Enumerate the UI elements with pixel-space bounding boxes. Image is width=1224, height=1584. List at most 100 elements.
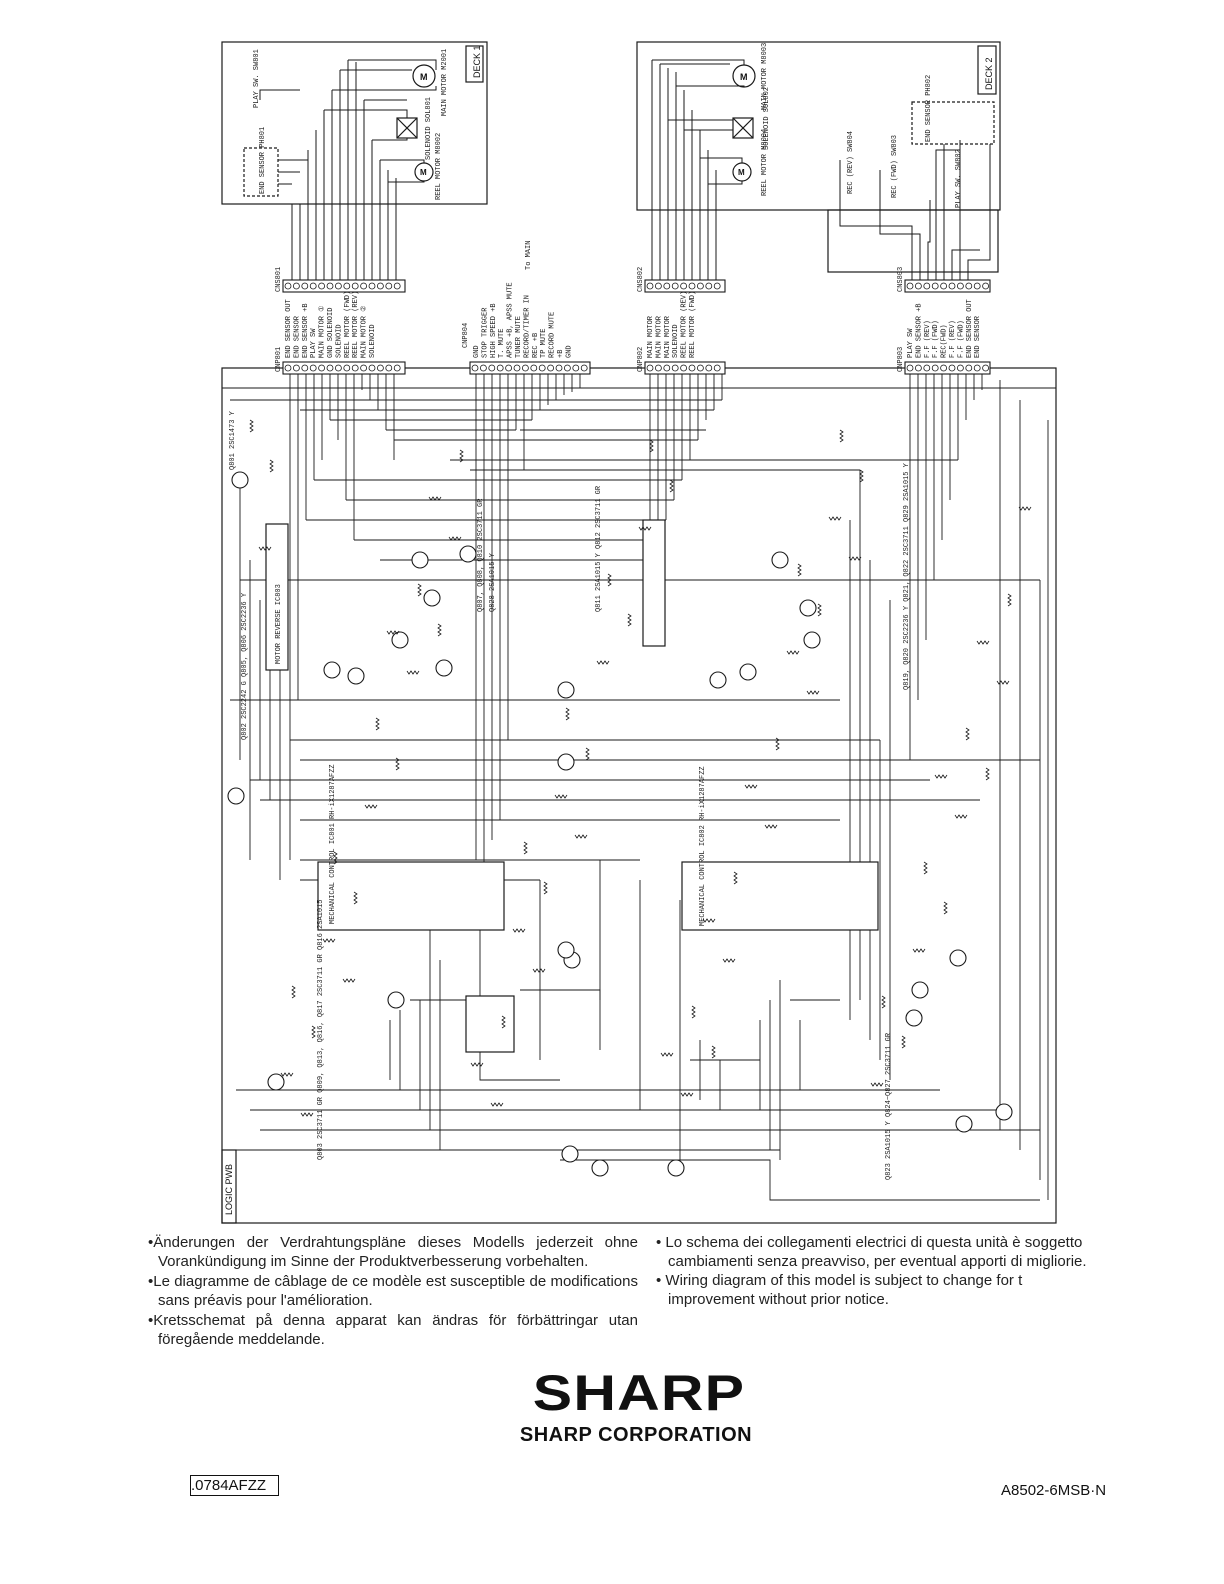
connector-pin <box>368 282 376 290</box>
deck2-reel-motor: REEL MOTOR M8004 <box>761 129 769 196</box>
resistor-icon <box>680 1092 694 1097</box>
resistor-icon <box>775 737 780 751</box>
connector-pin <box>915 364 922 372</box>
svg-text:M: M <box>738 168 745 177</box>
resistor-icon <box>691 1005 696 1019</box>
resistor-icon <box>596 660 610 665</box>
resistor-icon <box>954 814 968 819</box>
connector-pin <box>334 364 342 372</box>
connector-pin <box>906 364 914 372</box>
note-french: •Le diagramme de câblage de ce modèle es… <box>148 1273 638 1309</box>
resistor-icon <box>976 640 990 645</box>
pin-label: STOP TRIGGER <box>481 307 489 358</box>
connector-pin <box>309 282 317 290</box>
resistor-icon <box>437 623 442 637</box>
connector-pin <box>906 282 914 290</box>
connector-pin <box>663 364 671 372</box>
resistor-icon <box>490 1102 504 1107</box>
pin-label: F.F (FWD) <box>957 320 965 358</box>
connector-pin <box>564 364 571 372</box>
connector-pin <box>646 282 654 290</box>
pin-label: REEL MOTOR (FWD) <box>689 291 697 358</box>
connector-pin <box>688 364 696 372</box>
deck2-rec-rev: REC (REV) SW804 <box>847 131 855 194</box>
connector-pin <box>301 364 309 372</box>
connector-pin <box>530 364 538 372</box>
pin-label: REEL MOTOR (REV) <box>352 291 360 358</box>
pin-label: REC +B <box>532 333 540 358</box>
resistor-icon <box>985 767 990 781</box>
q802-806-label: Q802 2SC2242 G Q805, Q806 2SC2236 Y <box>241 592 249 740</box>
resistor-icon <box>996 680 1010 685</box>
q801-label: Q801 2SC1473 Y <box>229 410 237 470</box>
q811-812-label: Q811 2SA1015 Y Q812 2SC3711 GR <box>595 485 603 612</box>
pin-label: PLAY SW <box>907 328 915 358</box>
resistor-icon <box>364 804 378 809</box>
resistor-icon <box>470 1062 484 1067</box>
connector-pin <box>973 282 981 290</box>
deck1-end-sensor: END SENSOR PH801 <box>259 127 267 194</box>
connector-pin <box>360 282 368 290</box>
connector-pin <box>513 364 521 372</box>
resistor-icon <box>523 841 528 855</box>
connector-pin <box>705 282 713 290</box>
svg-text:M: M <box>420 72 428 82</box>
resistor-icon <box>249 419 254 433</box>
pin-label: REEL MOTOR (FWD) <box>344 291 352 358</box>
transistor-icon <box>905 1009 923 1027</box>
pin-label: MAIN MOTOR <box>647 315 655 358</box>
resistor-icon <box>395 757 400 771</box>
connector-pin <box>957 364 964 372</box>
connector-pin <box>572 364 580 372</box>
resistor-icon <box>711 1045 716 1059</box>
resistor-icon <box>660 1052 674 1057</box>
resistor-icon <box>870 1082 884 1087</box>
resistor-icon <box>965 727 970 741</box>
cns801-label: CNS801 <box>275 267 283 292</box>
deck1-reel-motor: REEL MOTOR M8002 <box>435 133 443 200</box>
connector-pin <box>931 282 939 290</box>
connector-pin <box>326 364 334 372</box>
resistor-icon <box>333 851 338 865</box>
q807-810-label: Q807, Q808, Q810 2SC3711 GR <box>477 498 485 612</box>
connector-pin <box>580 364 588 372</box>
cnp801-label: CNP801 <box>275 347 283 372</box>
pin-label: END SENSOR +B <box>302 303 310 358</box>
resistor-icon <box>375 717 380 731</box>
connector-pin <box>318 282 326 290</box>
deck1-play-sw: PLAY SW. SW801 <box>253 49 261 108</box>
connector-pin <box>334 282 342 290</box>
connector-pin <box>522 364 529 372</box>
transistor-icon <box>227 787 245 805</box>
q828-label: Q828 2SA1015 Y <box>489 552 497 612</box>
resistor-icon <box>554 794 568 799</box>
connector-pin <box>923 364 931 372</box>
resistor-icon <box>839 429 844 443</box>
resistor-icon <box>311 1025 316 1039</box>
deck2-end-sensor: END SENSOR PH802 <box>925 75 933 142</box>
transistor-icon <box>667 1159 685 1177</box>
resistor-icon <box>848 556 862 561</box>
resistor-icon <box>828 516 842 521</box>
pin-label: +B <box>557 350 565 358</box>
transistor-icon <box>423 589 441 607</box>
resistor-icon <box>417 583 422 597</box>
resistor-icon <box>923 861 928 875</box>
resistor-icon <box>342 978 356 983</box>
ic803 <box>265 523 289 671</box>
connector-pin <box>555 364 563 372</box>
svg-text:M: M <box>420 168 427 177</box>
connector-pin <box>505 364 513 372</box>
note-english-1: • Wiring diagram of this model is subjec… <box>656 1272 1023 1289</box>
connector-pin <box>376 282 384 290</box>
connector-pin <box>284 364 292 372</box>
transistor-icon <box>949 949 967 967</box>
connector-pin <box>488 364 496 372</box>
resistor-icon <box>300 1112 314 1117</box>
resistor-icon <box>722 958 736 963</box>
resistor-icon <box>786 650 800 655</box>
note-italian-2: cambiamenti senza preavviso, per eventua… <box>668 1253 1087 1270</box>
connector-pin <box>393 282 401 290</box>
resistor-icon <box>322 938 336 943</box>
